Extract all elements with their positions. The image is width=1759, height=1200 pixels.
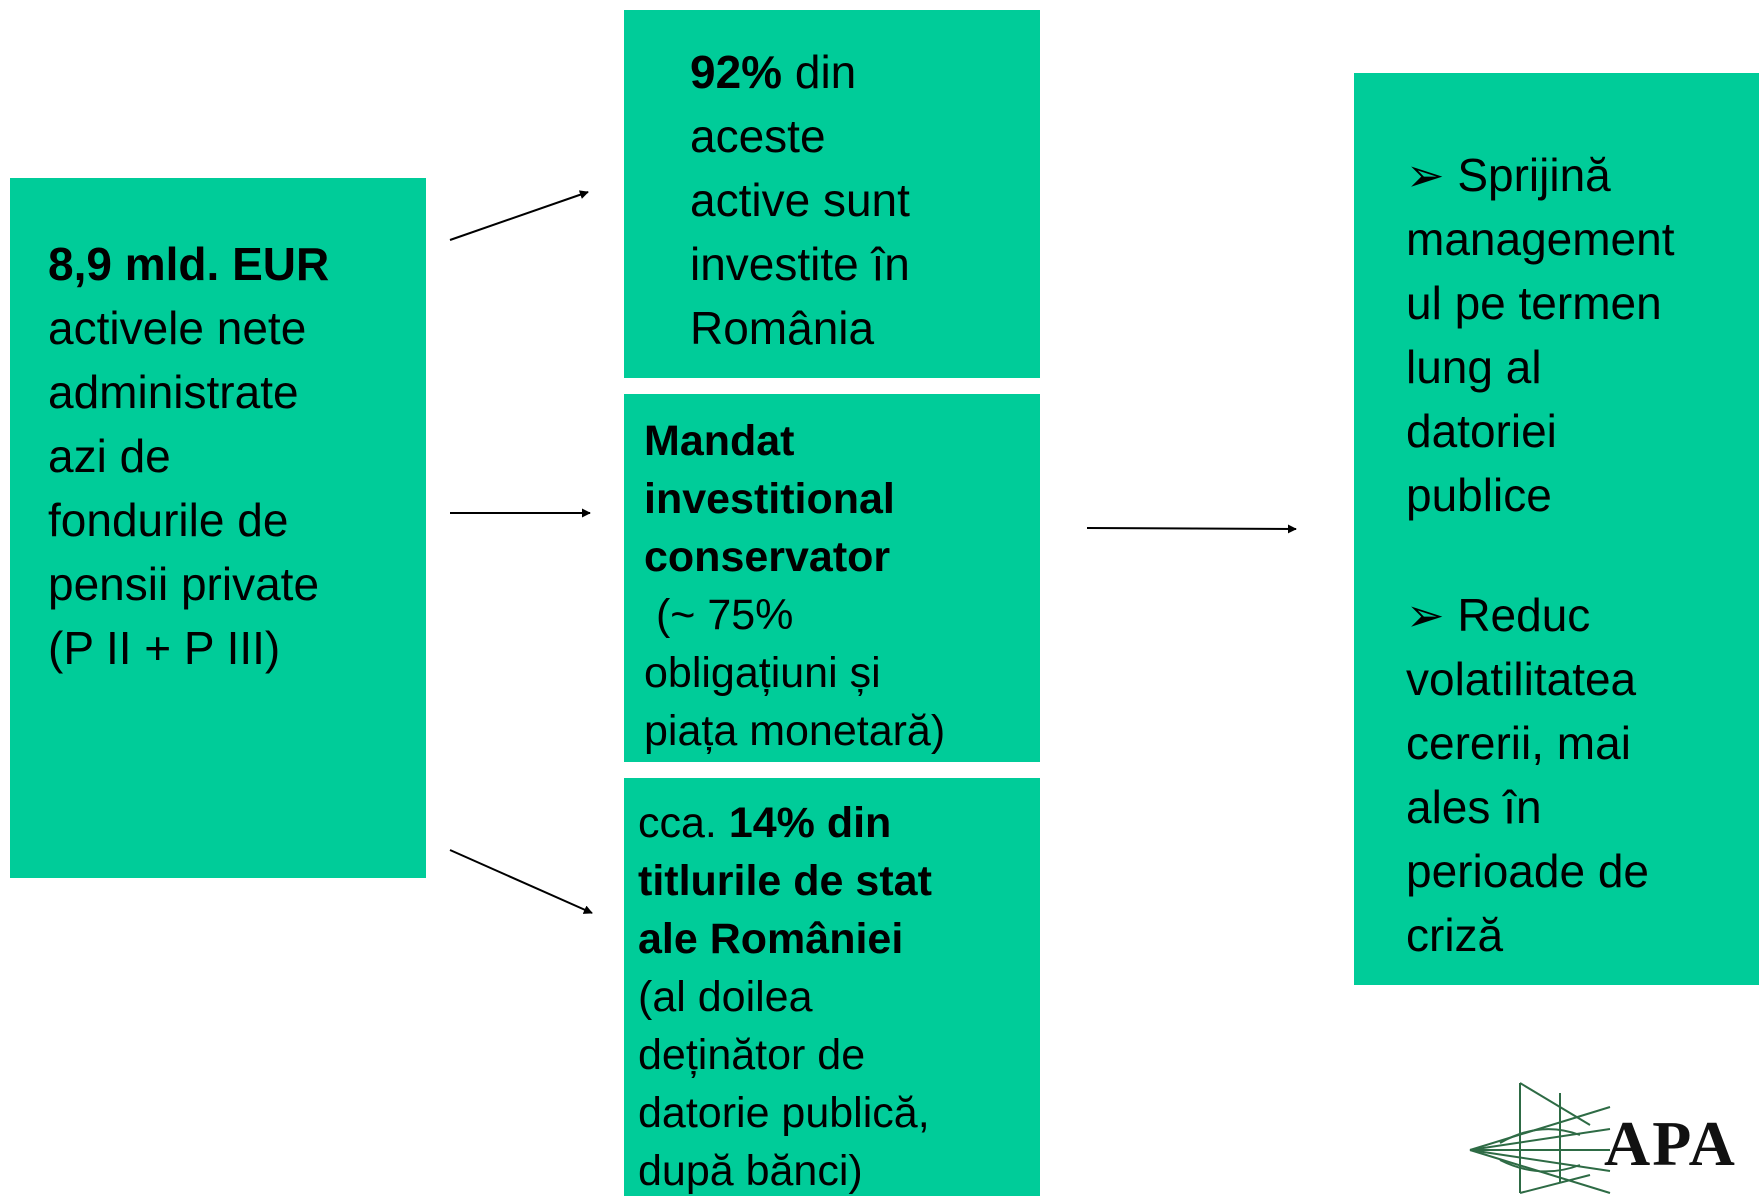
left-box-line-5: fondurile de	[48, 494, 289, 546]
bottom-box-line-3: ale României	[638, 915, 904, 963]
outcome-2-line-2: volatilitatea	[1406, 653, 1637, 705]
left-box-line-2: activele nete	[48, 302, 307, 354]
apaprr-logo-icon	[1469, 1082, 1611, 1194]
outcome-1-line-2: management	[1406, 213, 1675, 265]
outcome-1-line-6: publice	[1406, 469, 1552, 521]
outcome-1-line-5: datoriei	[1406, 405, 1557, 457]
total-assets-amount: 8,9 mld. EUR	[48, 238, 330, 290]
outcome-1-line-1: ➢ Sprijină	[1406, 143, 1759, 207]
conservative-mandate-box: Mandat investitional conservator (~ 75% …	[624, 394, 1040, 762]
outcome-2-text-1: Reduc	[1444, 589, 1591, 641]
mid-box-line-4: (~ 75%	[644, 591, 794, 639]
arrow-bullet-icon: ➢	[1406, 149, 1445, 201]
outcome-1-line-3: ul pe termen	[1406, 277, 1662, 329]
outcome-1-line-4: lung al	[1406, 341, 1542, 393]
logo-text: APA	[1604, 1108, 1737, 1179]
mid-box-line-5: obligațiuni și	[644, 649, 881, 697]
bottom-box-line-4: (al doilea	[638, 973, 813, 1021]
left-box-line-6: pensii private	[48, 558, 320, 610]
total-assets-box: 8,9 mld. EUR activele nete administrate …	[10, 178, 426, 878]
mid-box-line-3: conservator	[644, 533, 891, 581]
bottom-box-line-1-plain: cca.	[638, 799, 729, 847]
bottom-box-line-1: cca. 14% din	[638, 794, 1040, 852]
outcomes-box: ➢ Sprijină management ul pe termen lung …	[1354, 73, 1759, 985]
outcome-2-line-6: criză	[1406, 909, 1504, 961]
top-box-line-5: România	[690, 302, 875, 354]
outcome-2-line-5: perioade de	[1406, 845, 1649, 897]
left-box-line-4: azi de	[48, 430, 171, 482]
bottom-box-line-5: deținător de	[638, 1031, 866, 1079]
top-box-line-3: active sunt	[690, 174, 910, 226]
left-box-line-3: administrate	[48, 366, 299, 418]
mid-box-line-6: piața monetară)	[644, 707, 946, 755]
outcome-1-text-1: Sprijină	[1444, 149, 1611, 201]
top-box-line-1: 92% din	[690, 40, 1040, 104]
outcome-2-line-3: cererii, mai	[1406, 717, 1631, 769]
invested-in-romania-box: 92% din aceste active sunt investite în …	[624, 10, 1040, 378]
mid-box-line-2: investitional	[644, 475, 895, 523]
government-bonds-share-box: cca. 14% din titlurile de stat ale Român…	[624, 778, 1040, 1196]
left-box-line-7: (P II + P III)	[48, 622, 281, 674]
bottom-box-line-2: titlurile de stat	[638, 857, 932, 905]
top-box-line-1-rest: din	[782, 46, 857, 98]
mid-box-line-1: Mandat	[644, 417, 795, 465]
invested-percentage: 92%	[690, 46, 783, 98]
arrow-to-outcomes-box	[1086, 524, 1297, 534]
bonds-share-percentage: 14% din	[728, 799, 892, 847]
top-box-line-2: aceste	[690, 110, 826, 162]
arrow-bullet-icon: ➢	[1406, 589, 1445, 641]
outcome-2-line-4: ales în	[1406, 781, 1542, 833]
arrow-to-bottom-box	[449, 849, 593, 914]
bottom-box-line-7: după bănci)	[638, 1147, 863, 1195]
bottom-box-line-6: datorie publică,	[638, 1089, 930, 1137]
arrow-to-top-box	[449, 190, 589, 241]
outcome-2-line-1: ➢ Reduc	[1406, 583, 1759, 647]
top-box-line-4: investite în	[690, 238, 910, 290]
